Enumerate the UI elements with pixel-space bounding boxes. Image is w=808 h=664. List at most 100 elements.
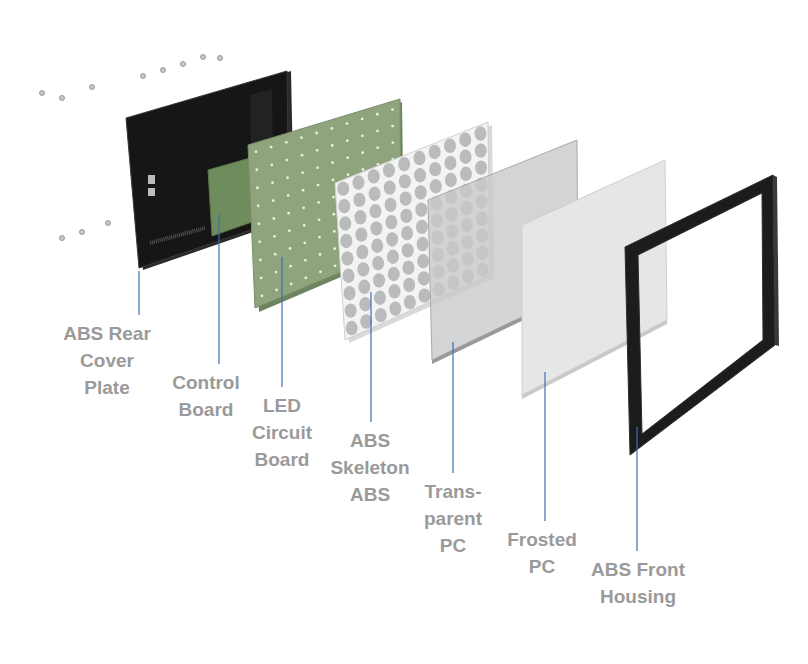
skeleton-hole (415, 185, 427, 199)
led-dot (317, 184, 320, 187)
skeleton-hole (418, 288, 430, 302)
skeleton-hole (416, 220, 428, 234)
led-dot (286, 176, 289, 179)
skeleton-hole (352, 175, 364, 189)
skeleton-hole (430, 179, 442, 193)
led-dot (256, 186, 259, 189)
led-dot (259, 258, 262, 261)
skeleton-hole (460, 150, 472, 164)
skeleton-hole (337, 181, 349, 195)
skeleton-hole (341, 251, 353, 265)
led-dot (287, 194, 290, 197)
led-dot (361, 134, 364, 137)
skeleton-hole (353, 193, 365, 207)
led-dot (347, 173, 350, 176)
part-label: Control Board (160, 369, 252, 423)
led-dot (303, 224, 306, 227)
skeleton-hole (384, 180, 396, 194)
led-dot (333, 230, 336, 233)
skeleton-hole (369, 187, 381, 201)
skeleton-hole (400, 191, 412, 205)
led-dot (376, 146, 379, 149)
skeleton-hole (429, 162, 441, 176)
led-dot (332, 213, 335, 216)
skeleton-hole (383, 163, 395, 177)
part-label: Frosted PC (501, 526, 583, 580)
skeleton-hole (387, 250, 399, 264)
part-label: ABS Front Housing (582, 556, 694, 610)
led-dot (274, 271, 277, 274)
led-dot (270, 163, 273, 166)
led-dot (287, 212, 290, 215)
led-dot (258, 240, 261, 243)
led-dot (304, 276, 307, 279)
led-dot (300, 136, 303, 139)
leader-line (636, 427, 637, 551)
control-board (208, 158, 252, 236)
led-dot (334, 264, 337, 267)
led-dot (288, 229, 291, 232)
led-dot (316, 149, 319, 152)
led-dot (255, 168, 258, 171)
led-dot (346, 139, 349, 142)
skeleton-hole (445, 173, 457, 187)
front-housing (625, 175, 779, 455)
skeleton-hole (339, 216, 351, 230)
leader-line (281, 257, 282, 387)
led-dot (304, 259, 307, 262)
leader-line (218, 214, 219, 364)
led-dot (290, 283, 293, 286)
skeleton-hole (444, 156, 456, 170)
skeleton-hole (415, 202, 427, 216)
skeleton-hole (373, 273, 385, 287)
leader-lines (139, 214, 637, 551)
skeleton-hole (444, 139, 456, 153)
led-dot (272, 217, 275, 220)
led-dot (361, 118, 364, 121)
skeleton-hole (399, 174, 411, 188)
skeleton-hole (359, 297, 371, 311)
skeleton-hole (372, 256, 384, 270)
skeleton-hole (357, 262, 369, 276)
skeleton-hole (402, 243, 414, 257)
skeleton-hole (459, 132, 471, 146)
led-dot (332, 196, 335, 199)
led-dot (361, 151, 364, 154)
led-dot (286, 159, 289, 162)
led-dot (362, 168, 365, 171)
skeleton-hole (371, 239, 383, 253)
skeleton-hole (375, 308, 387, 322)
led-dot (332, 178, 335, 181)
led-dot (255, 150, 258, 153)
leader-line (544, 372, 545, 521)
led-dot (271, 181, 274, 184)
led-dot (275, 289, 278, 292)
skeleton-hole (386, 232, 398, 246)
skeleton-hole (346, 321, 358, 335)
part-label: ABS Skeleton ABS (324, 427, 416, 508)
led-dot (274, 253, 277, 256)
skeleton-hole (403, 278, 415, 292)
led-dot (302, 189, 305, 192)
skeleton-hole (389, 284, 401, 298)
led-dot (273, 235, 276, 238)
leader-line (138, 271, 139, 315)
led-dot (319, 270, 322, 273)
led-dot (285, 141, 288, 144)
skeleton-hole (385, 198, 397, 212)
leader-line (370, 292, 371, 422)
skeleton-hole (369, 204, 381, 218)
skeleton-hole (388, 267, 400, 281)
skeleton-hole (398, 157, 410, 171)
skeleton-hole (404, 295, 416, 309)
skeleton-hole (400, 209, 412, 223)
part-label: Trans- parent PC (417, 478, 489, 559)
skeleton-hole (345, 303, 357, 317)
skeleton-hole (344, 286, 356, 300)
skeleton-hole (475, 143, 487, 157)
skeleton-hole (354, 210, 366, 224)
skeleton-hole (356, 245, 368, 259)
led-dot (270, 146, 273, 149)
led-dot (376, 113, 379, 116)
skeleton-hole (370, 221, 382, 235)
